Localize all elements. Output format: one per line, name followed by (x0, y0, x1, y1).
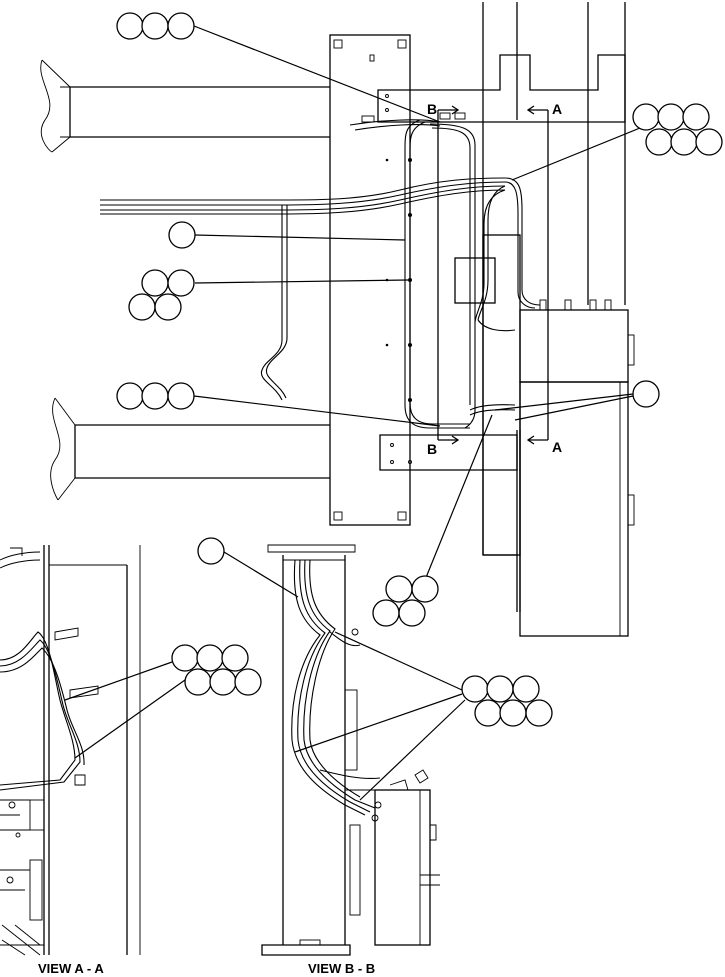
view-a-a: VIEW A - A (0, 545, 262, 976)
callout-lower-left (116, 382, 195, 410)
wire-harness-loop (349, 119, 476, 429)
callout-view-a (171, 644, 262, 696)
view-b-b: VIEW B - B (197, 537, 553, 976)
view-a-label: VIEW A - A (38, 961, 104, 976)
callout-view-b (461, 675, 553, 727)
callout-top-right (632, 103, 723, 156)
callout-lower-mid (372, 575, 439, 627)
right-cable-run (469, 177, 541, 416)
main-plan-view: B A B A (40, 2, 723, 637)
callout-view-b-single (197, 537, 225, 565)
leader-lines-main (193, 25, 641, 581)
section-label-b-top: B (427, 101, 437, 117)
left-cable-run (100, 177, 506, 401)
callout-top-left (116, 12, 195, 40)
callout-lower-right-single (632, 380, 660, 408)
section-label-b-bottom: B (427, 441, 437, 457)
section-label-a-top: A (552, 101, 562, 117)
view-b-label: VIEW B - B (308, 961, 375, 976)
callout-mid-left (128, 269, 195, 321)
section-label-a-bottom: A (552, 439, 562, 455)
callout-mid-single (168, 221, 196, 249)
